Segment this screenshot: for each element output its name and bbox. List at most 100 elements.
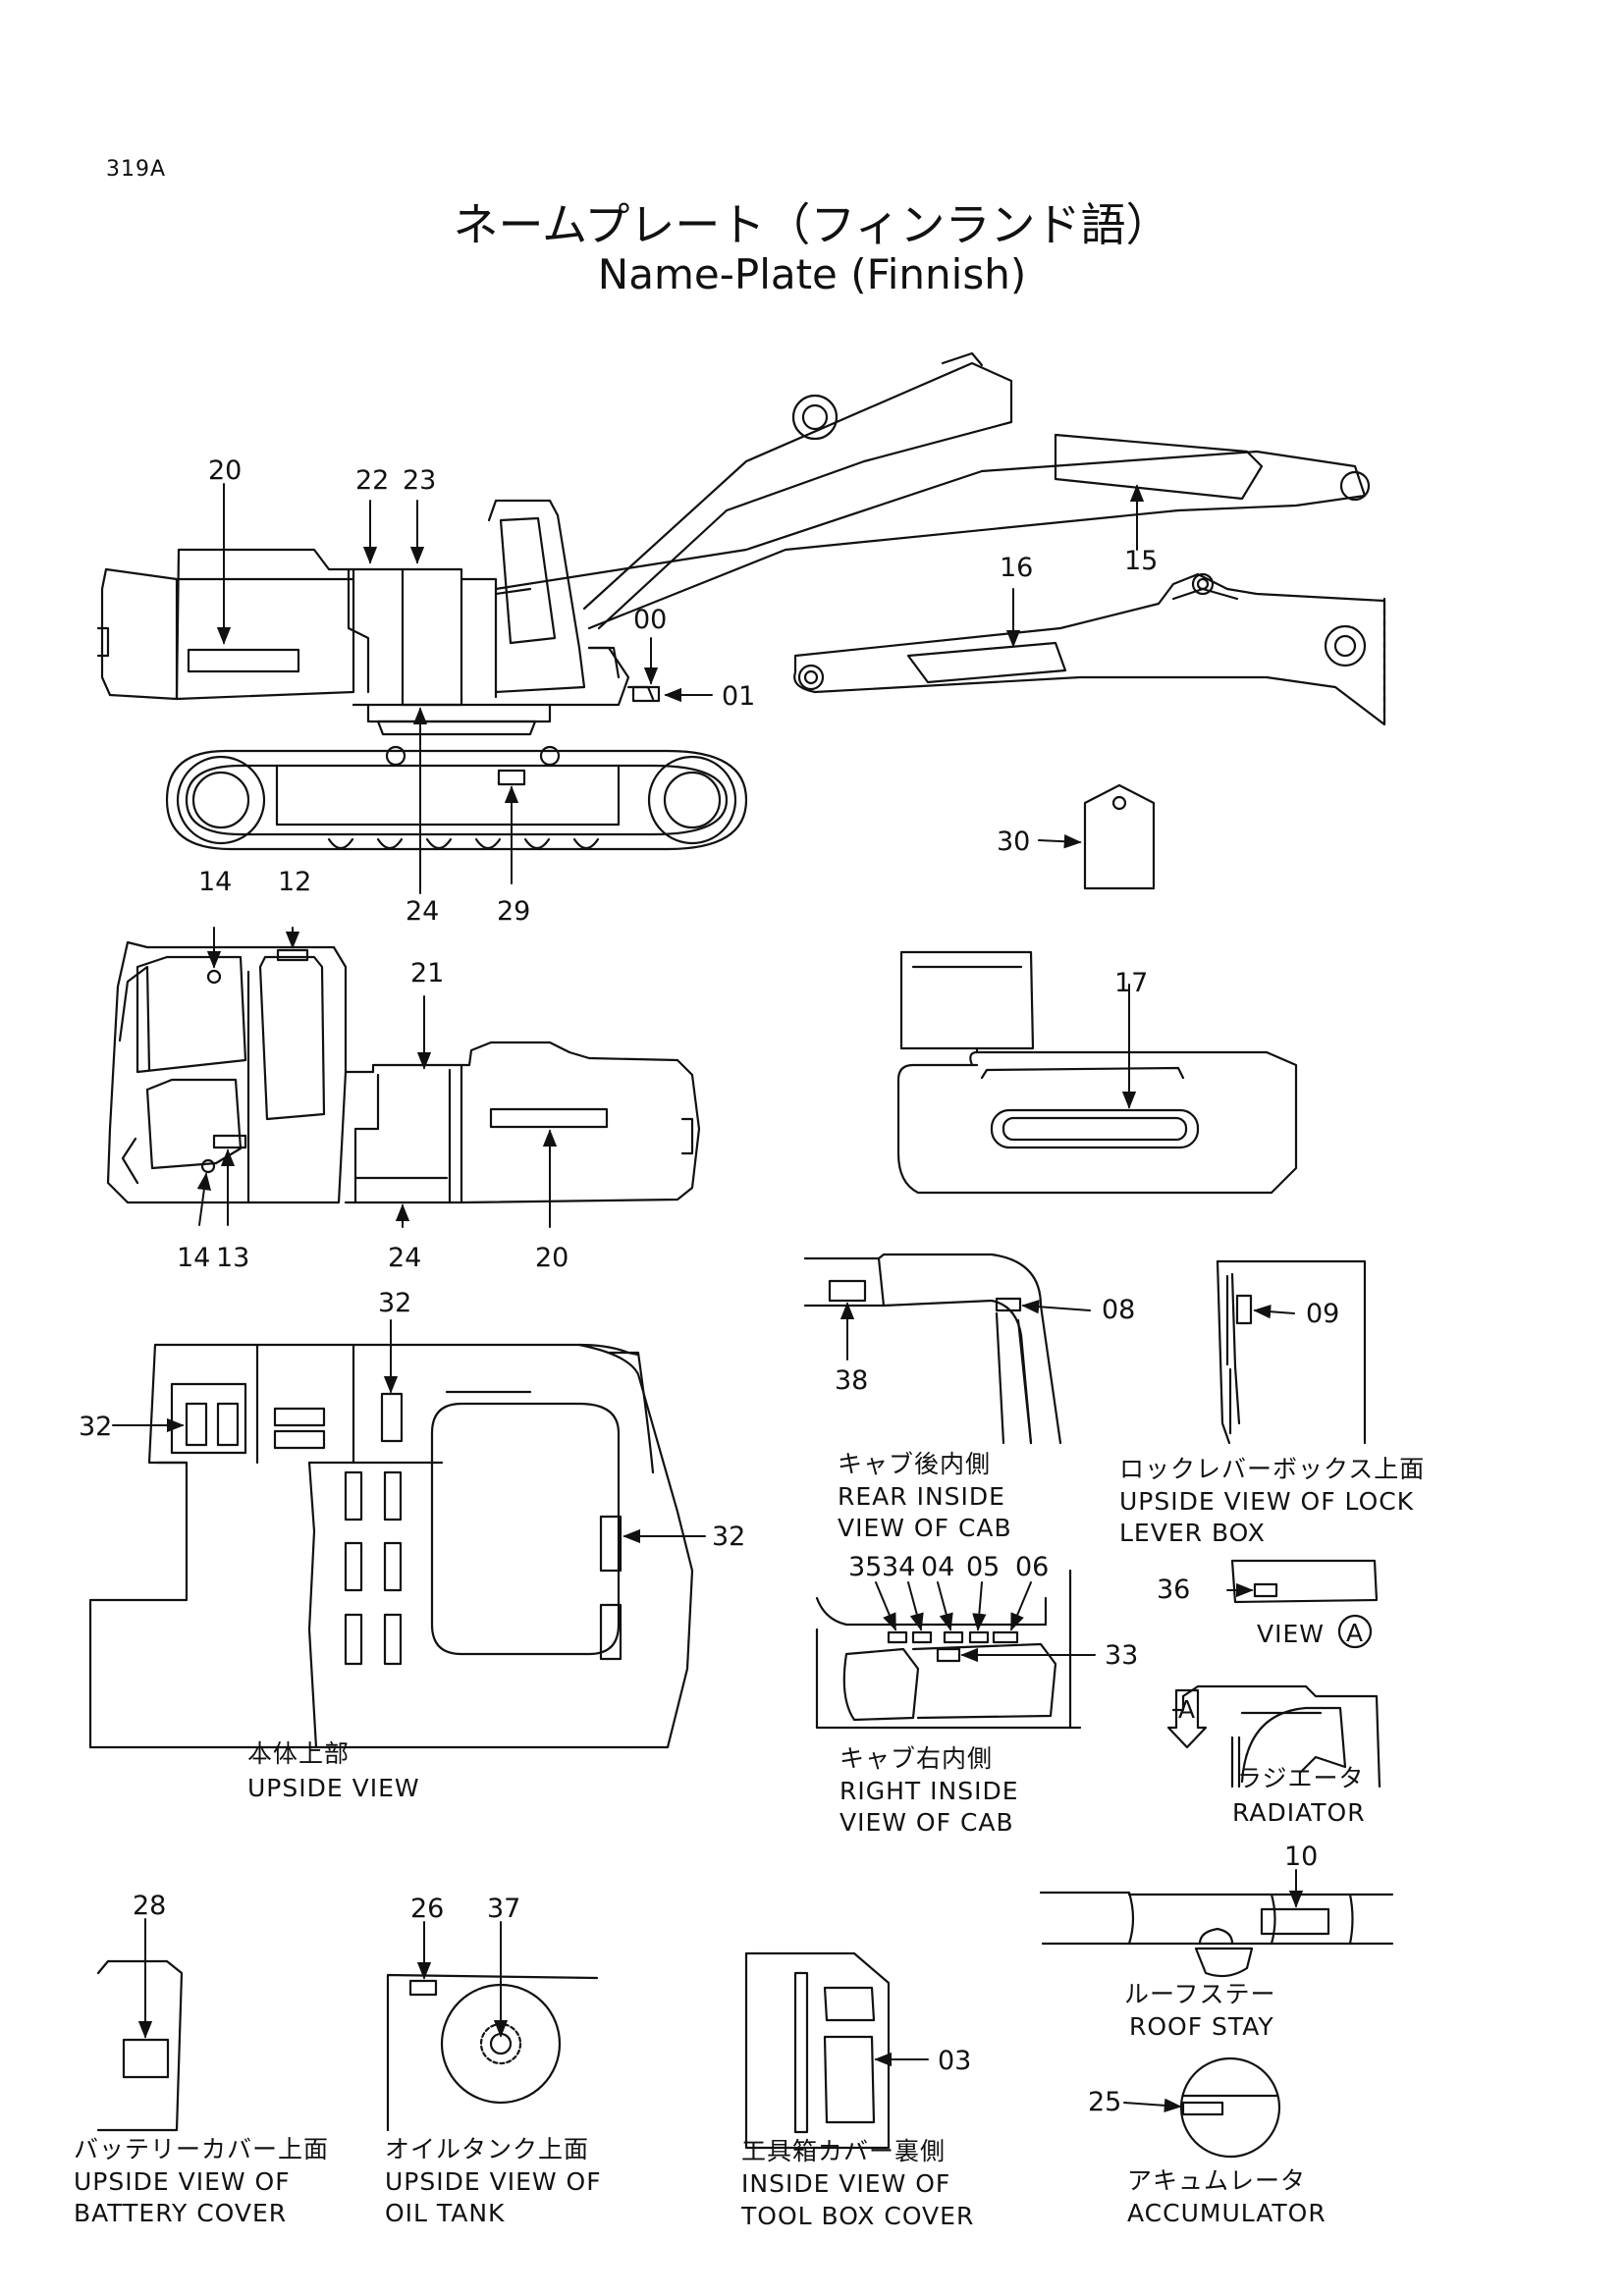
plate-25-decal (1181, 2101, 1224, 2116)
caption-lock-lever-jp: ロックレバーボックス上面 (1119, 1455, 1425, 1483)
callout-21: 21 (410, 958, 444, 988)
plate-16-decal (906, 641, 1067, 684)
caption-tool-box-en2: TOOL BOX COVER (740, 2202, 974, 2230)
caption-oil-tank-en1: UPSIDE VIEW OF (385, 2167, 602, 2196)
plate-38-decal (828, 1279, 867, 1303)
caption-tool-box-jp: 工具箱カバー裏側 (741, 2137, 946, 2165)
caption-roof-stay-en: ROOF STAY (1129, 2012, 1274, 2041)
plate-28-decal (122, 2038, 170, 2079)
callout-25: 25 (1088, 2087, 1121, 2117)
caption-lock-lever-en1: UPSIDE VIEW OF LOCK (1119, 1487, 1414, 1516)
caption-view-a-label: VIEW (1257, 1620, 1325, 1648)
upside-view (88, 1343, 694, 1749)
arm-view (793, 572, 1386, 726)
callout-20-bottom: 20 (535, 1243, 568, 1273)
callout-24-bottom: 24 (388, 1243, 421, 1273)
excavator-side-view (96, 351, 1371, 851)
plate-01-decal (631, 685, 661, 703)
caption-oil-tank-jp: オイルタンク上面 (385, 2135, 589, 2163)
callout-20-top: 20 (208, 455, 242, 486)
plate-17-decal (990, 1108, 1200, 1149)
plate-12-decal (276, 948, 309, 962)
plate-09-decal (1235, 1294, 1253, 1325)
plate-26-decal (408, 1979, 438, 1997)
callout-05: 05 (966, 1552, 1000, 1582)
callout-09: 09 (1306, 1299, 1339, 1329)
accumulator-view (1179, 2056, 1281, 2159)
plate-13-decal (212, 1134, 247, 1149)
caption-radiator-en: RADIATOR (1232, 1798, 1366, 1827)
title-english: Name-Plate (Finnish) (597, 250, 1027, 298)
caption-right-cab-en1: RIGHT INSIDE (839, 1777, 1019, 1805)
callout-14-top: 14 (198, 867, 232, 897)
caption-rear-cab-en1: REAR INSIDE (838, 1482, 1005, 1511)
callout-12: 12 (278, 867, 311, 897)
callout-10: 10 (1284, 1842, 1318, 1872)
page-code: 319A (106, 157, 167, 182)
tool-box-cover-view (744, 1951, 891, 2150)
oil-tank-view (386, 1973, 599, 2132)
callout-08: 08 (1102, 1295, 1135, 1325)
callout-13: 13 (216, 1243, 249, 1273)
right-inside-cab-view (815, 1569, 1082, 1730)
caption-rear-cab-jp: キャブ後内側 (838, 1450, 991, 1478)
callout-29: 29 (497, 896, 530, 927)
title-japanese: ネームプレート（フィンランド語） (453, 198, 1171, 251)
caption-battery-en1: UPSIDE VIEW OF (74, 2167, 291, 2196)
caption-right-cab-jp: キャブ右内側 (839, 1744, 993, 1773)
caption-accumulator-jp: アキュムレータ (1127, 2166, 1306, 2195)
callout-24-top: 24 (406, 896, 439, 927)
callout-32-left: 32 (79, 1412, 112, 1442)
caption-upside-view-en: UPSIDE VIEW (247, 1774, 420, 1802)
callout-36: 36 (1157, 1575, 1190, 1605)
callout-numbers: 20 22 23 00 01 15 16 24 29 30 14 12 21 1… (79, 455, 1339, 2117)
callout-30: 30 (997, 827, 1030, 857)
view-a (1230, 1559, 1379, 1649)
cab-body-side-view (106, 940, 701, 1204)
leader-lines (112, 483, 1304, 2113)
plate-33-decal (936, 1647, 961, 1663)
callout-38: 38 (835, 1365, 868, 1396)
callout-01: 01 (722, 681, 755, 712)
plate-10-decal (1260, 1907, 1330, 1936)
view-captions: 本体上部 UPSIDE VIEW キャブ後内側 REAR INSIDE VIEW… (74, 1450, 1425, 2230)
callout-26: 26 (410, 1894, 444, 1924)
tag-30 (1083, 783, 1156, 890)
callout-32-top: 32 (378, 1288, 411, 1318)
callout-17: 17 (1114, 968, 1148, 998)
caption-battery-en2: BATTERY COVER (74, 2199, 287, 2227)
callout-06: 06 (1015, 1552, 1049, 1582)
caption-view-a-letter: A (1346, 1619, 1364, 1647)
radiator-view (1171, 1684, 1381, 1789)
caption-oil-tank-en2: OIL TANK (385, 2199, 505, 2227)
rear-counterweight-view (896, 950, 1298, 1195)
caption-accumulator-en: ACCUMULATOR (1127, 2199, 1326, 2227)
callout-35: 35 (848, 1552, 882, 1582)
lock-lever-box-view (1216, 1259, 1367, 1445)
callout-00: 00 (633, 605, 667, 635)
plate-08-decal (995, 1297, 1022, 1312)
caption-tool-box-en1: INSIDE VIEW OF (741, 2169, 950, 2198)
plate-14-top-decal (206, 969, 222, 985)
callout-34: 34 (882, 1552, 915, 1582)
plate-15-decal (1054, 433, 1264, 501)
callout-14-bottom: 14 (177, 1243, 210, 1273)
rear-inside-cab-view (803, 1253, 1062, 1445)
caption-rear-cab-en2: VIEW OF CAB (838, 1514, 1012, 1542)
plate-36-decal (1253, 1582, 1278, 1598)
caption-battery-jp: バッテリーカバー上面 (74, 2135, 329, 2163)
roof-stay-view (1039, 1891, 1394, 1978)
plate-20-decal-rear (489, 1107, 609, 1129)
battery-cover-view (96, 1959, 184, 2132)
callout-16: 16 (1000, 553, 1033, 583)
caption-radiator-jp: ラジエータ (1237, 1764, 1365, 1792)
callout-37: 37 (487, 1894, 520, 1924)
caption-upside-view-jp: 本体上部 (247, 1739, 350, 1768)
caption-roof-stay-jp: ルーフステー (1124, 1980, 1276, 2008)
plate-20-decal-side (187, 648, 300, 673)
callout-03: 03 (938, 2046, 971, 2076)
plate-29-decal (497, 769, 526, 786)
caption-lock-lever-en2: LEVER BOX (1119, 1519, 1266, 1547)
callout-04: 04 (921, 1552, 954, 1582)
